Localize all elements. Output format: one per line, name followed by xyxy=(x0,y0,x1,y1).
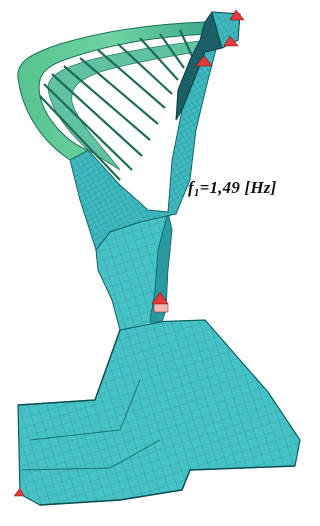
support-triangle xyxy=(229,9,245,21)
support-base-marker xyxy=(13,487,25,497)
support-block xyxy=(153,303,169,313)
spiral-ramp-side xyxy=(149,211,173,323)
support-triangle xyxy=(223,35,239,47)
stair-base-edge xyxy=(17,329,296,506)
spiral-treads xyxy=(39,29,193,181)
stair-base-plate xyxy=(17,319,301,506)
natural-frequency-label: f1=1,49 [Hz] xyxy=(188,178,277,199)
stair-top-mesh xyxy=(211,11,241,49)
support-triangle xyxy=(195,55,213,67)
stair-base-step xyxy=(21,379,161,471)
